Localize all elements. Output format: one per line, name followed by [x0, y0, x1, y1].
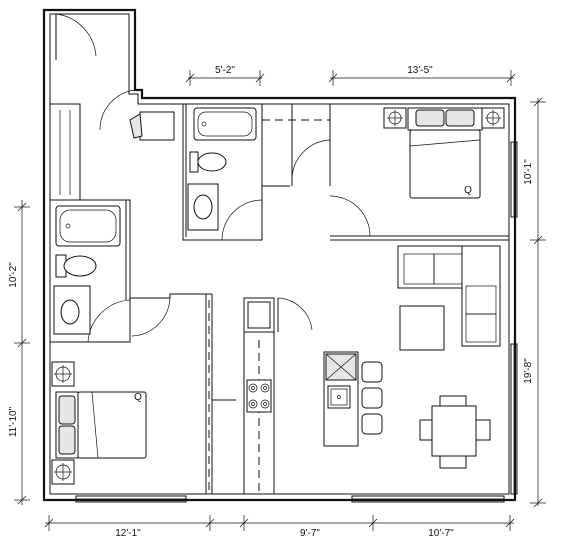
living-room [397, 245, 501, 351]
toilet-icon [197, 152, 227, 172]
bed-size-label: Q [134, 392, 142, 403]
sink-icon [193, 194, 213, 220]
left-bath [53, 205, 121, 335]
dim-right-living: 19'-8" [523, 358, 534, 384]
toilet-icon [63, 255, 97, 277]
right-bedroom: Q [383, 107, 505, 199]
dim-top-bath: 5'-2" [215, 65, 235, 76]
chair-icon [419, 419, 433, 441]
coffee-table [399, 305, 445, 351]
bathtub-icon [193, 107, 257, 141]
dim-bottom-dining: 10'-7" [428, 528, 454, 539]
pillow-icon [445, 109, 475, 127]
interior-walls [49, 103, 509, 494]
exterior-walls [42, 8, 518, 503]
bar-stool-icon [361, 361, 383, 383]
entry-closet [99, 89, 175, 141]
dim-bottom-bedroom: 12'-1" [115, 528, 141, 539]
left-bedroom: Q [51, 361, 147, 485]
bar-stool-icon [361, 413, 383, 435]
cooktop-icon [246, 379, 272, 413]
dimension-lines [14, 70, 546, 531]
bathtub-icon [55, 205, 121, 247]
chair-icon [439, 455, 467, 469]
toilet-tank-icon [189, 151, 199, 173]
center-bath [187, 107, 257, 231]
sink-icon [60, 299, 80, 325]
dining-table [431, 405, 477, 457]
bar-stool-icon [361, 387, 383, 409]
dim-left-upper: 10'-2" [8, 262, 19, 288]
dim-bottom-kitchen: 9'-7" [300, 528, 320, 539]
kitchen [243, 331, 383, 495]
chair-icon [475, 419, 491, 441]
chair-icon [439, 395, 467, 407]
pillow-icon [58, 395, 76, 425]
bed-size-label: Q [464, 185, 472, 196]
dim-top-bedroom: 13'-5" [407, 65, 433, 76]
pillow-icon [58, 425, 76, 455]
dim-right-bedroom: 10'-1" [523, 159, 534, 185]
island-sink-icon [327, 385, 351, 409]
dim-left-lower: 11'-10" [8, 406, 19, 437]
dining [419, 395, 491, 469]
sectional-icon [461, 245, 501, 347]
pillow-icon [415, 109, 445, 127]
